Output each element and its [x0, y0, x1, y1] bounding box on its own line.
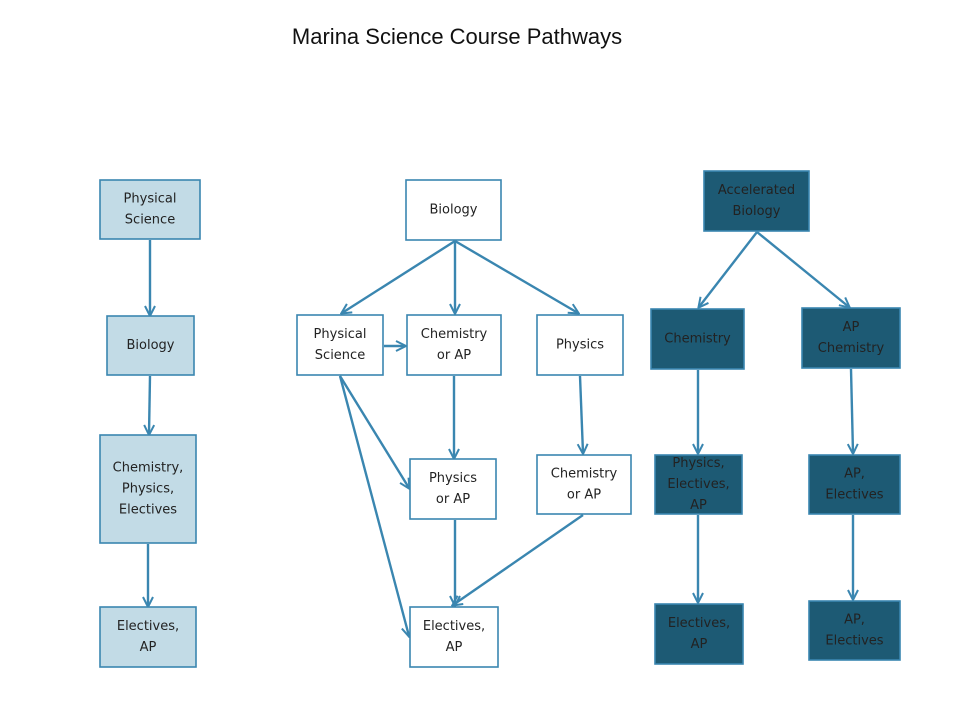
node-label-line: AP: [140, 640, 157, 655]
node-box: [536, 314, 624, 376]
node-box: [99, 434, 197, 544]
node-label-line: Chemistry,: [113, 461, 184, 476]
arrow-p2-biology-to-p2-physical-science: [342, 239, 456, 313]
node-p3-ap-chemistry: AP Chemistry: [801, 307, 901, 369]
node-box: [654, 454, 743, 515]
node-label-line: Electives: [825, 634, 883, 649]
node-label-line: Biology: [733, 204, 781, 219]
node-box: [801, 307, 901, 369]
node-box: [654, 603, 744, 665]
node-label-line: Science: [125, 213, 175, 228]
node-label-line: Electives,: [667, 477, 729, 492]
node-box: [405, 179, 502, 241]
node-box: [808, 600, 901, 661]
node-label-line: AP,: [844, 613, 865, 628]
node-box: [409, 458, 497, 520]
node-p3-ap-electives: AP, Electives: [808, 454, 901, 515]
node-p3-ap-electives-2: AP, Electives: [808, 600, 901, 661]
node-label-line: Chemistry: [818, 341, 885, 356]
node-label-line: AP: [691, 637, 708, 652]
node-label-line: Biology: [127, 338, 175, 353]
arrow-p3-ap-chemistry-to-p3-ap-electives: [851, 368, 853, 453]
node-p2-chem-or-ap: Chemistry or AP: [406, 314, 502, 376]
node-box: [409, 606, 499, 668]
node-box: [536, 454, 632, 515]
arrow-p2-physical-science-to-p2-electives-ap: [338, 375, 409, 636]
node-label-line: or AP: [567, 488, 601, 503]
node-label-line: Electives: [825, 488, 883, 503]
node-label-line: Electives,: [117, 619, 179, 634]
node-label-line: AP,: [844, 467, 865, 482]
node-p3-electives-ap: Electives, AP: [654, 603, 744, 665]
node-label-line: Electives,: [423, 619, 485, 634]
node-label-line: Accelerated: [718, 183, 795, 198]
node-label-line: Electives: [119, 503, 177, 518]
node-box: [703, 170, 810, 232]
node-p2-biology: Biology: [405, 179, 502, 241]
node-label-line: Science: [315, 348, 365, 363]
node-box: [106, 315, 195, 376]
node-box: [99, 179, 201, 240]
node-label-line: Physics: [556, 338, 604, 353]
arrow-p1-biology-to-p1-chem-phys-elect: [149, 375, 150, 434]
node-label-line: or AP: [437, 348, 471, 363]
node-label-line: Physical: [124, 192, 177, 207]
arrow-p2-physical-science-to-p2-physics-or-ap: [338, 375, 409, 488]
node-p1-chem-phys-elect: Chemistry, Physics, Electives: [99, 434, 197, 544]
node-label-line: Physics,: [672, 456, 724, 471]
arrow-p2-chem-or-ap-2-to-p2-electives-ap: [453, 514, 584, 605]
node-p1-biology: Biology: [106, 315, 195, 376]
arrows-layer: [148, 231, 853, 636]
page-title: Marina Science Course Pathways: [291, 24, 623, 49]
node-label-line: AP: [446, 640, 463, 655]
nodes-layer: PhysicalScienceBiologyChemistry,Physics,…: [99, 170, 901, 668]
arrow-p2-physics-to-p2-chem-or-ap-2: [580, 375, 583, 453]
node-p2-electives-ap: Electives, AP: [409, 606, 499, 668]
node-p1-electives-ap: Electives, AP: [99, 606, 197, 668]
arrow-p2-biology-to-p2-physics: [454, 239, 578, 313]
node-box: [296, 314, 384, 376]
node-p2-physics: Physics: [536, 314, 624, 376]
node-label-line: Chemistry: [421, 327, 488, 342]
node-label-line: Physics,: [122, 482, 174, 497]
node-label-line: Chemistry: [551, 467, 618, 482]
node-label-line: Electives,: [668, 616, 730, 631]
node-p2-chem-or-ap-2: Chemistry or AP: [536, 454, 632, 515]
node-label-line: Chemistry: [664, 332, 731, 347]
node-label-line: AP: [690, 498, 707, 513]
arrow-p3-accel-biology-to-p3-ap-chemistry: [756, 231, 849, 307]
node-box: [650, 308, 745, 370]
node-label-line: Biology: [430, 203, 478, 218]
node-label-line: or AP: [436, 492, 470, 507]
node-p2-physics-or-ap: Physics or AP: [409, 458, 497, 520]
node-p3-chemistry: Chemistry: [650, 308, 745, 370]
node-box: [99, 606, 197, 668]
node-box: [808, 454, 901, 515]
node-label-line: Physical: [314, 327, 367, 342]
node-box: [406, 314, 502, 376]
node-label-line: Physics: [429, 471, 477, 486]
arrow-p3-accel-biology-to-p3-chemistry: [699, 231, 758, 307]
node-label-line: AP: [843, 320, 860, 335]
node-p3-phys-elect-ap: Physics, Electives, AP: [654, 454, 743, 515]
